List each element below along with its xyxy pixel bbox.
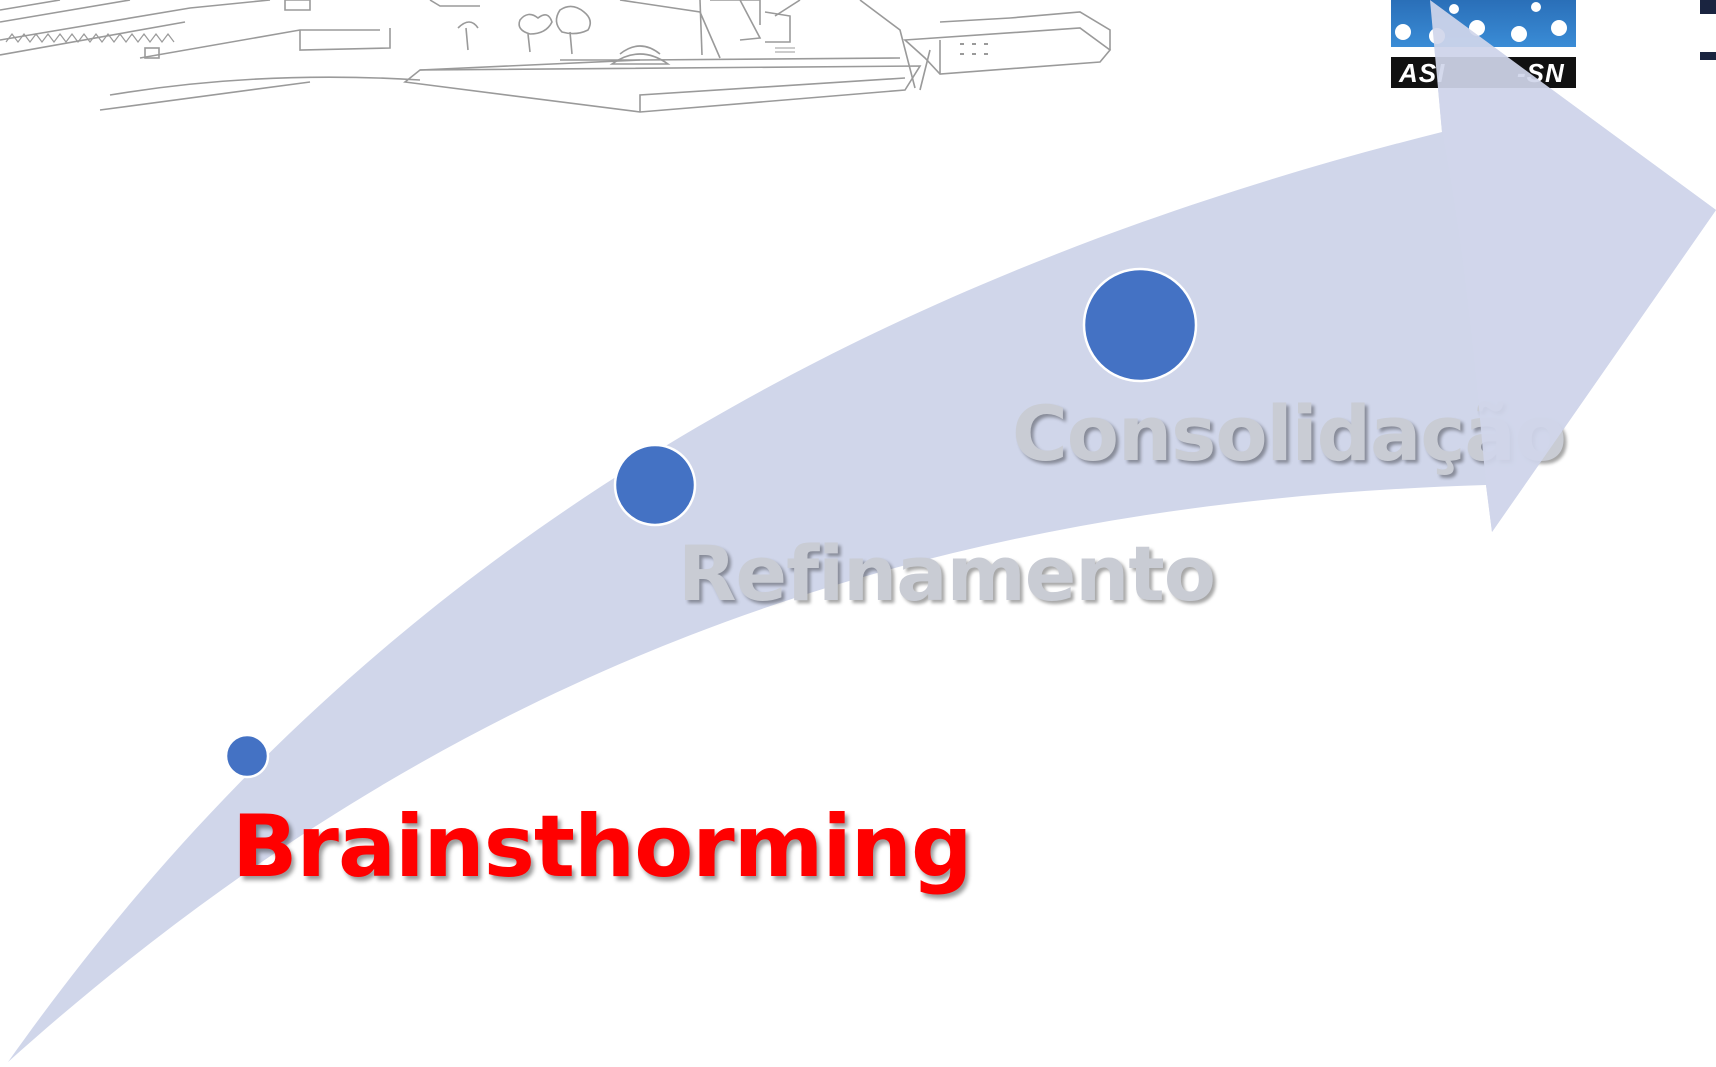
stage-dot-refinamento — [613, 443, 697, 527]
logo-text-prefix: ASI — [1399, 58, 1446, 88]
corner-mark-top — [1700, 0, 1716, 14]
logo-text-suffix: -SN — [1517, 58, 1565, 88]
stage-label-consolidacao: Consolidação — [1012, 389, 1567, 478]
corner-mark-bottom — [1700, 52, 1716, 60]
stage-dot-brainsthorming — [224, 733, 270, 779]
stage-label-refinamento: Refinamento — [678, 529, 1216, 618]
association-logo-icon: ASI -SN — [1391, 0, 1576, 88]
process-arrow — [8, 0, 1716, 1062]
stage-label-brainsthorming: Brainsthorming — [232, 797, 973, 897]
stage-dot-consolidacao — [1082, 267, 1198, 383]
logo-pattern — [1391, 0, 1576, 47]
campus-sketch-illustration — [0, 0, 1112, 113]
